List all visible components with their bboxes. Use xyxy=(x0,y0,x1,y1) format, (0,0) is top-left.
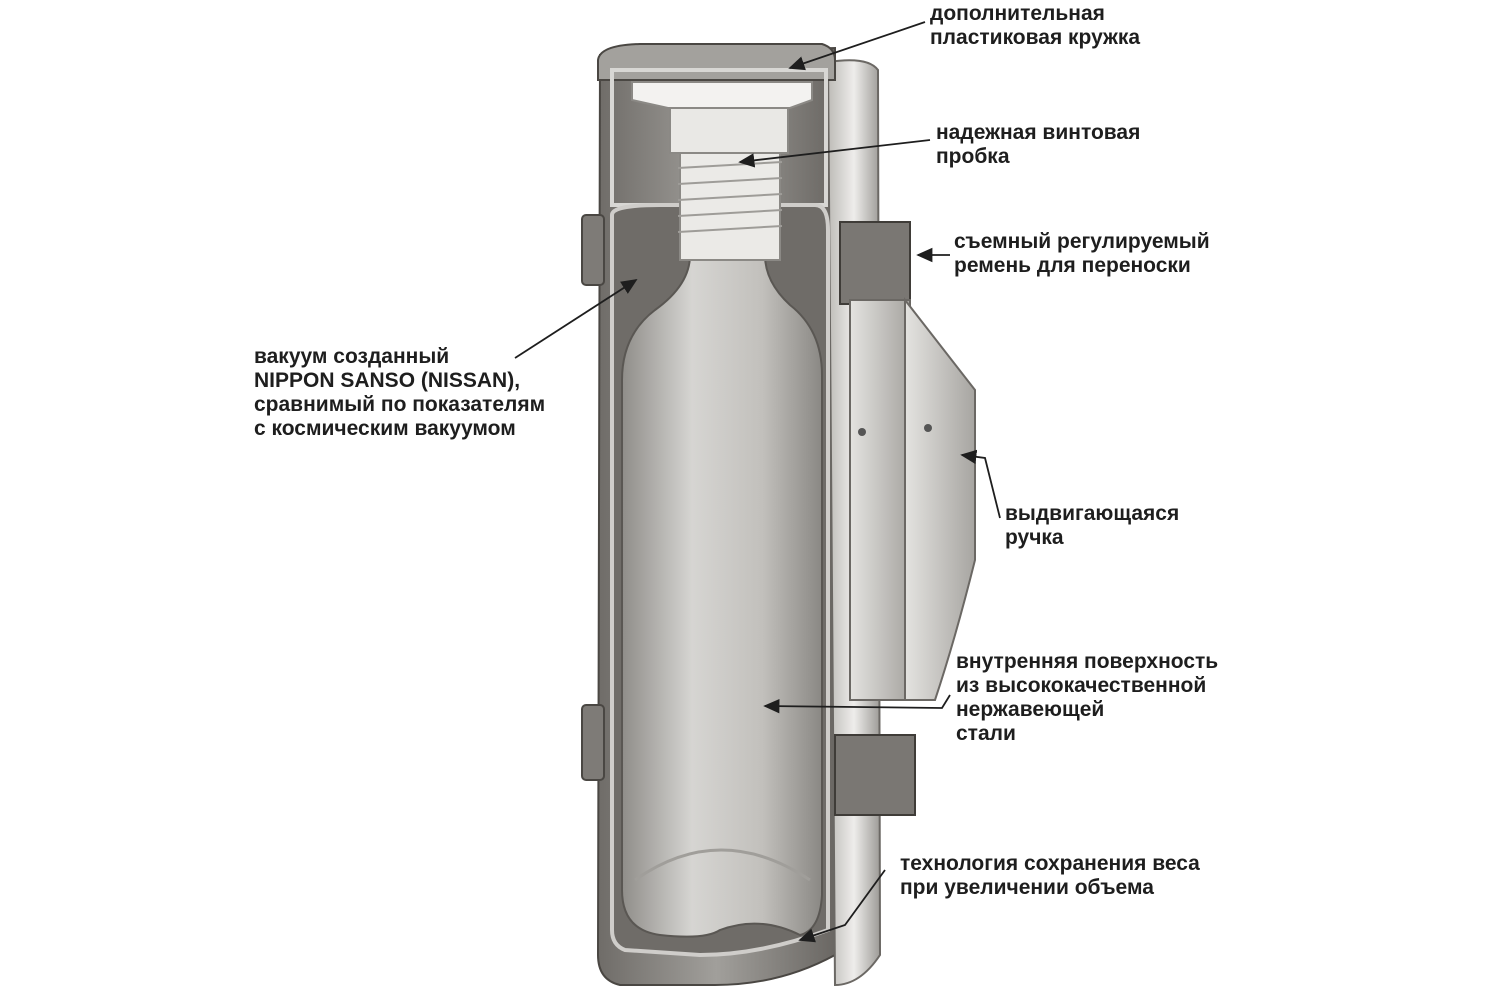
label-stopper: надежная винтовая пробка xyxy=(936,121,1140,169)
steel-flask xyxy=(621,81,823,938)
label-line: надежная винтовая xyxy=(936,121,1141,144)
label-line: внутренняя поверхность xyxy=(956,650,1219,673)
label-line: ручка xyxy=(1005,526,1064,549)
handle-pointer xyxy=(960,449,1001,519)
callout-lines xyxy=(514,21,1001,943)
label-vacuum: вакуум созданный NIPPON SANSO (NISSAN), … xyxy=(254,345,545,441)
label-line: ремень для переноски xyxy=(954,254,1191,277)
label-strap: съемный регулируемый ремень для переноск… xyxy=(954,230,1210,278)
label-line: нержавеющей xyxy=(956,698,1105,721)
steel-pointer xyxy=(763,694,951,714)
label-line: пластиковая кружка xyxy=(930,26,1141,49)
label-line: вакуум созданный xyxy=(254,345,450,368)
weight-pointer xyxy=(798,869,886,943)
cup-pointer xyxy=(788,21,926,71)
label-handle: выдвигающаяся ручка xyxy=(1005,502,1179,550)
label-line: стали xyxy=(956,722,1016,745)
vacuum-pointer xyxy=(514,279,638,359)
label-line: сравнимый по показателям xyxy=(254,393,546,416)
label-line: выдвигающаяся xyxy=(1005,502,1180,525)
label-line: съемный регулируемый xyxy=(954,230,1210,253)
strap-and-handle xyxy=(834,221,976,816)
label-weight: технология сохранения веса при увеличени… xyxy=(900,852,1200,900)
label-line: пробка xyxy=(936,145,1010,168)
stopper-pointer xyxy=(738,139,931,168)
label-cup: дополнительная пластиковая кружка xyxy=(930,2,1140,50)
label-line: с космическим вакуумом xyxy=(254,417,516,440)
label-steel: внутренняя поверхность из высококачестве… xyxy=(956,650,1218,746)
label-line: при увеличении объема xyxy=(900,876,1154,899)
label-line: NIPPON SANSO (NISSAN), xyxy=(254,369,521,392)
label-line: дополнительная xyxy=(930,2,1105,25)
label-line: из высококачественной xyxy=(956,674,1207,697)
label-line: технология сохранения веса xyxy=(900,852,1200,875)
